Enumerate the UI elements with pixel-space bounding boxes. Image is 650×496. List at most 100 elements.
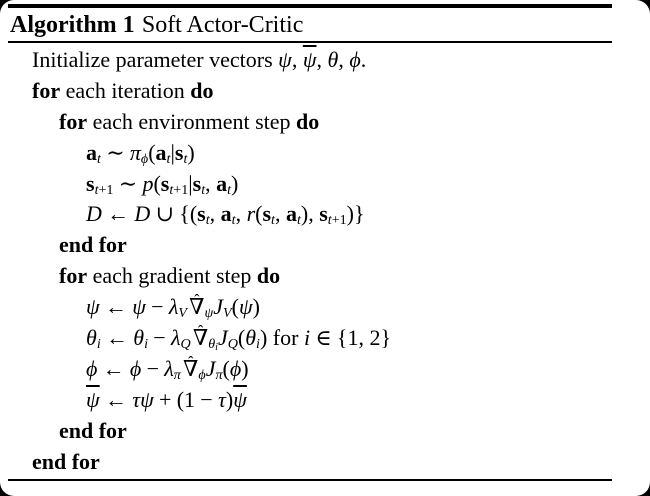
algorithm-line-5: st+1∼p(st+1|st, at) [0,169,650,200]
math-subscript: Q [180,336,191,353]
plain-text: | [170,139,175,165]
plain-text: ) [231,170,239,196]
plain-text: ) [252,294,260,320]
math-variable: τ [132,386,141,412]
algorithm-body: Initialize parameter vectors ψ, ψ, θ, ϕ.… [0,45,650,477]
math-subscript: t [227,181,232,198]
math-subsubscript: i [215,341,218,353]
math-subscript: i [144,336,148,353]
math-subscript: +1 [173,181,189,198]
math-vector: s [197,201,206,227]
plain-text: ) [241,355,249,381]
plain-text: ) [225,386,234,412]
math-subscript: ϕ [140,150,149,167]
math-variable: ψ [278,47,292,72]
math-subscript: Q [227,336,238,353]
keyword: for [32,77,61,103]
math-subscript: V [178,305,187,322]
math-vector: s [262,201,272,227]
math-variable: θ [327,47,339,72]
math-subscript: i [256,336,260,353]
math-subscript: ϕ [198,367,206,383]
math-script-d: D [86,201,102,227]
plain-text: {1, 2} [336,325,392,351]
math-vector: a [216,170,228,196]
math-subscript: ψ [204,305,214,322]
algorithm-line-4: at∼πϕ(at|st) [0,138,650,169]
plain-text: , [205,170,217,196]
math-subscript: t [166,150,171,167]
math-subscript: t [201,181,206,198]
keyword: end for [59,232,127,258]
math-operator: − [151,294,164,320]
plain-text: , [274,201,286,227]
plain-text: {( [179,201,198,227]
keyword: end for [32,448,100,474]
math-variable-bar: ψ [233,386,247,412]
math-vector: a [285,201,297,227]
header-rule [8,41,612,43]
math-operator: − [146,355,159,381]
plain-text: ( [231,294,239,320]
math-vector: s [86,170,95,196]
math-vector: s [160,170,170,196]
bottom-rule [8,479,612,481]
math-subscript: π [173,367,181,383]
math-subscript: t [94,181,99,198]
math-variable: τ [217,386,226,412]
math-operator: ∈ [315,325,332,351]
plain-text: , [338,47,350,72]
algorithm-line-7: end for [0,230,650,261]
plain-text: (1 [176,386,196,412]
algorithm-line-3: for each environment step do [0,107,650,138]
algorithm-line-2: for each iteration do [0,76,650,107]
algorithm-line-10: θi←θi−λQ∇θiJQ(θi) for i∈{1, 2} [0,323,650,354]
plain-text: ( [255,201,263,227]
math-subscript: V [223,305,232,322]
algorithm-line-6: D←D∪{(st, at, r(st, at), st+1)} [0,199,650,230]
math-variable: ϕ [129,355,142,381]
math-variable-bar: ψ [302,47,317,72]
math-subscript: t [271,212,275,229]
keyword: end for [59,417,127,443]
plain-text: for [267,325,304,351]
math-variable: ψ [86,294,100,320]
plain-text: )} [346,201,365,227]
plain-text: , [316,47,328,72]
plain-text: | [188,170,193,196]
math-operator: ← [104,294,127,320]
algorithm-line-1: Initialize parameter vectors ψ, ψ, θ, ϕ. [0,45,650,76]
keyword: for [59,263,88,289]
math-subscript: t [183,150,188,167]
algorithm-label: Algorithm 1 [10,12,135,38]
math-variable: J [217,325,228,351]
math-subscript: t [169,181,174,198]
plain-text: , [209,201,221,227]
math-operator: + [159,386,172,412]
math-variable: ϕ [86,355,98,381]
plain-text: ( [237,325,246,351]
algorithm-line-12: ψ←τψ+(1−τ)ψ [0,385,650,416]
plain-text: each environment step [87,108,297,134]
plain-text: each gradient step [87,263,257,289]
math-vector: s [174,139,184,165]
math-variable: ϕ [349,47,361,72]
algorithm-line-14: end for [0,447,650,478]
math-variable: ϕ [229,355,242,381]
math-vector: a [155,139,167,165]
math-variable: λ [170,325,181,351]
math-subscript: t [296,212,301,229]
math-variable: r [246,201,256,227]
math-operator: ← [107,201,130,227]
plain-text: , [235,201,247,227]
math-vector: s [192,170,202,196]
plain-text: each iteration [60,77,191,103]
math-variable: p [142,170,154,196]
keyword: do [190,77,214,103]
math-subscript: +1 [98,181,114,198]
math-operator: − [153,325,166,351]
math-subscript: +1 [331,212,347,229]
math-operator: ∼ [106,139,125,165]
